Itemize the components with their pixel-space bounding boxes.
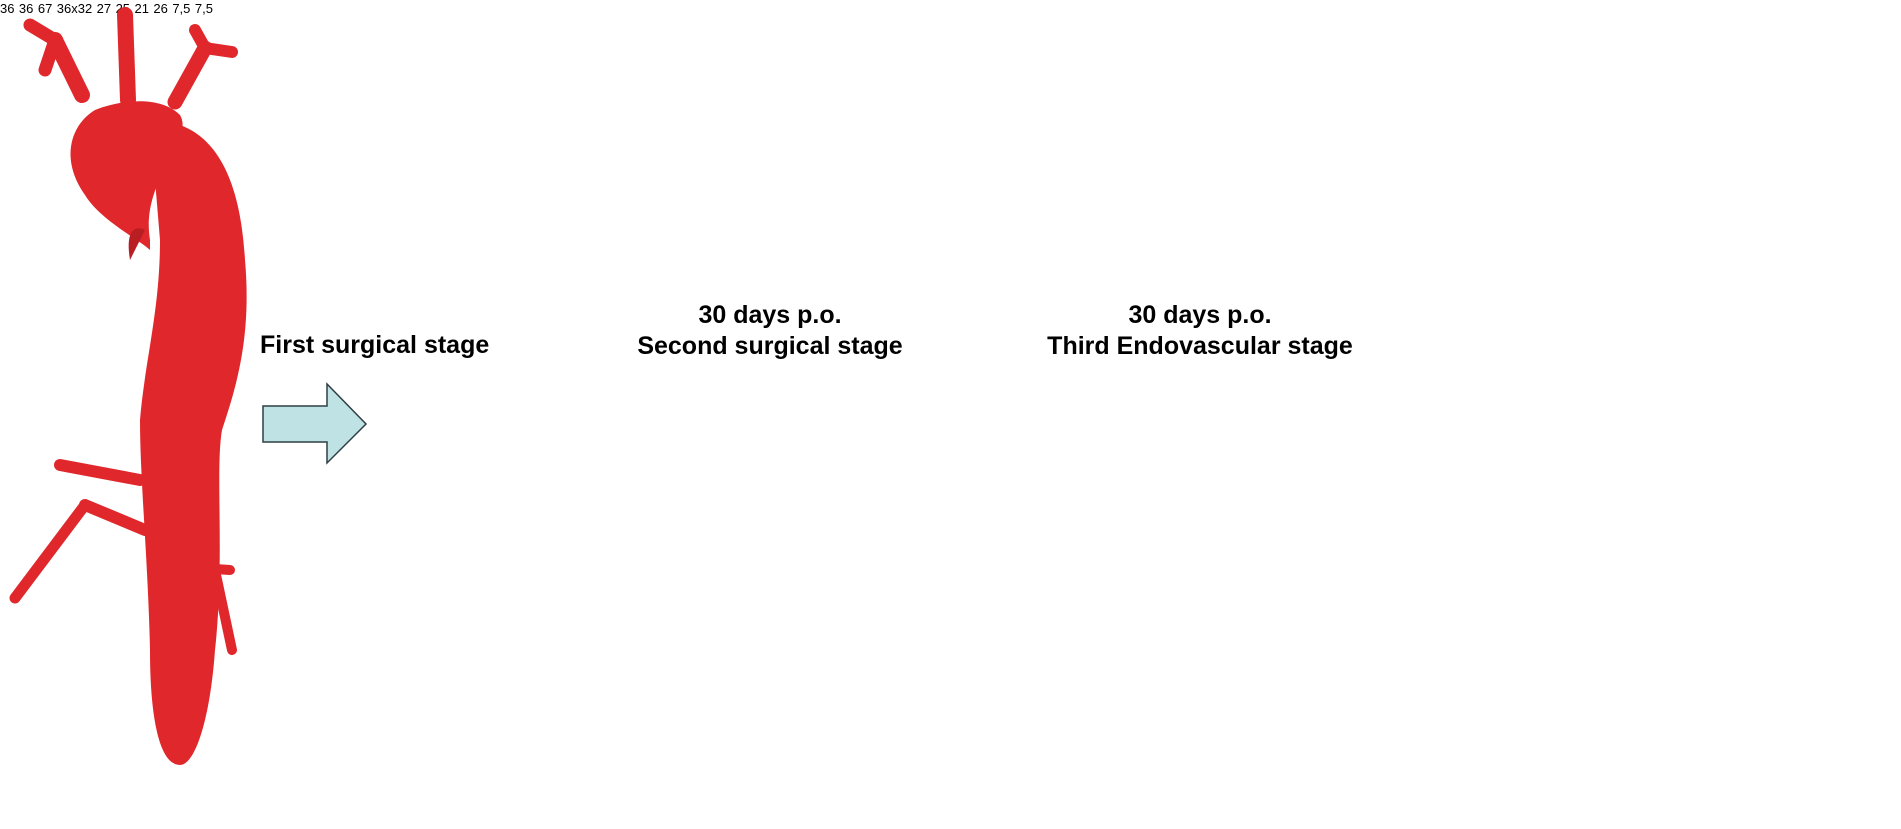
stage-3-timing: 30 days p.o. (1035, 300, 1365, 331)
aorta-model-preoperative (15, 15, 247, 765)
stage-label-first: First surgical stage (260, 330, 489, 361)
stage-label-third: 30 days p.o. Third Endovascular stage (1035, 300, 1365, 362)
stage-arrow-1 (263, 384, 366, 463)
stage-2-timing: 30 days p.o. (625, 300, 915, 331)
stage-label-second: 30 days p.o. Second surgical stage (625, 300, 915, 362)
stage-3-title: Third Endovascular stage (1035, 331, 1365, 362)
stage-2-title: Second surgical stage (625, 331, 915, 362)
stage-1-title: First surgical stage (260, 330, 489, 361)
